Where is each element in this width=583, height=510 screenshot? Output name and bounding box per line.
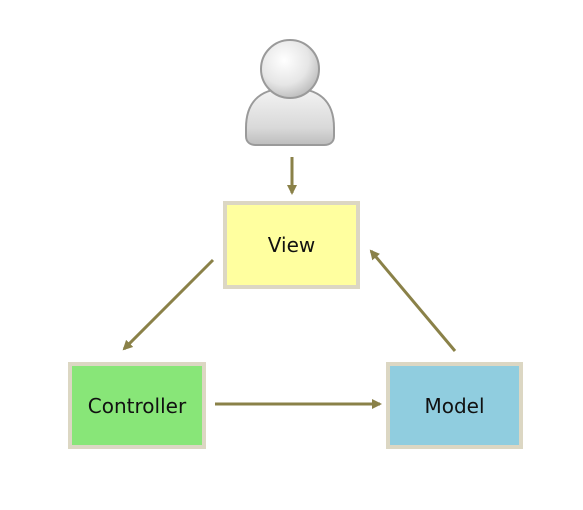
model-node: Model: [386, 362, 523, 449]
controller-label: Controller: [87, 393, 187, 418]
arrow-model-to-view: [369, 249, 457, 352]
view-node: View: [223, 201, 360, 289]
view-label: View: [267, 233, 316, 257]
user-icon: [245, 39, 335, 146]
model-label: Model: [424, 393, 485, 418]
arrow-view-to-controller: [122, 258, 215, 351]
controller-node: Controller: [68, 362, 206, 449]
